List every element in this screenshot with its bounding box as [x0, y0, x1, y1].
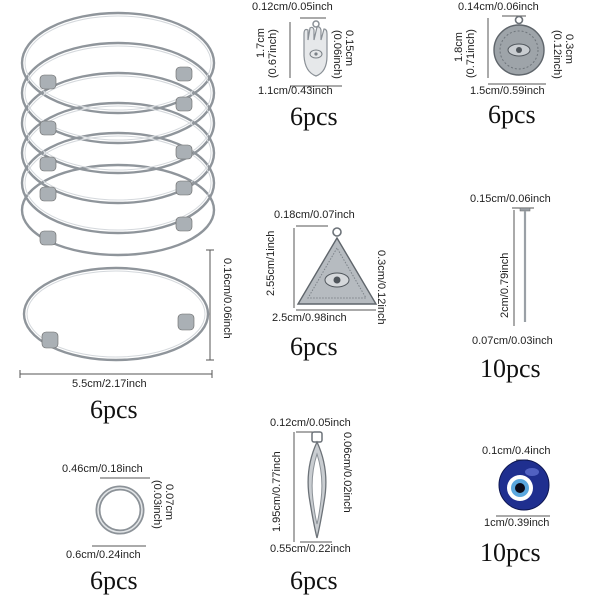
ring-thick-cm: 0.07cm	[163, 484, 175, 521]
coin-thick-in: (0.12inch)	[551, 30, 563, 79]
hamsa-width-line	[290, 85, 342, 87]
hamsa-thick-cm: 0.15cm	[343, 30, 355, 67]
coin-height-in: (0.71inch)	[465, 29, 477, 78]
bead-qty: 10pcs	[480, 538, 541, 567]
hamsa-top-label: 0.12cm/0.05inch	[252, 1, 333, 13]
bangle-diameter-line	[19, 370, 213, 378]
coin-width-line	[488, 83, 546, 85]
coin-qty: 6pcs	[488, 100, 536, 129]
bead-top-label: 0.1cm/0.4inch	[482, 445, 551, 457]
bangle-qty: 6pcs	[90, 395, 138, 424]
bead-width-line	[496, 515, 550, 517]
pin-top-label: 0.15cm/0.06inch	[470, 193, 551, 205]
pin-height-line	[513, 210, 515, 326]
coin-thick-cm: 0.3cm	[563, 34, 575, 64]
coin-height-line	[487, 18, 489, 78]
bangle-thickness-line	[206, 249, 214, 361]
triangle-top-label: 0.18cm/0.07inch	[274, 209, 355, 221]
leaf-top-label: 0.12cm/0.05inch	[270, 417, 351, 429]
hamsa-width-label: 1.1cm/0.43inch	[258, 85, 333, 97]
leaf-width-label: 0.55cm/0.22inch	[270, 543, 351, 555]
leaf-width-line	[300, 541, 332, 543]
triangle-width-line	[296, 309, 376, 311]
ring-qty: 6pcs	[90, 566, 138, 595]
bangle-thickness-label: 0.16cm/0.06inch	[221, 258, 233, 339]
ring-thick-in: (0.03inch)	[151, 480, 163, 529]
ring-width-label: 0.6cm/0.24inch	[66, 549, 141, 561]
triangle-qty: 6pcs	[290, 332, 338, 361]
leaf-thick-label: 0.06cm/0.02inch	[341, 432, 353, 513]
triangle-height-line	[293, 228, 295, 308]
pin-width-label: 0.07cm/0.03inch	[472, 335, 553, 347]
ring-top-label: 0.46cm/0.18inch	[62, 463, 143, 475]
leaf-qty: 6pcs	[290, 566, 338, 595]
headpin-image	[519, 207, 531, 322]
hamsa-top-line	[300, 17, 326, 19]
leaf-height-label: 1.95cm/0.77inch	[271, 451, 283, 532]
hamsa-height-in: (0.67inch)	[267, 29, 279, 78]
triangle-top-line	[296, 225, 328, 227]
leaf-charm-image	[307, 431, 327, 539]
single-bangle-image	[22, 266, 210, 362]
bangle-diameter-label: 5.5cm/2.17inch	[72, 378, 147, 390]
hamsa-charm-image	[303, 20, 328, 77]
evil-eye-bead-image	[498, 459, 550, 511]
leaf-height-line	[293, 432, 295, 542]
jump-ring-image	[95, 485, 145, 535]
ring-top-line	[100, 477, 150, 479]
hamsa-height-cm: 1.7cm	[255, 28, 267, 58]
bangle-stack-image	[20, 11, 216, 257]
triangle-height-label: 2.55cm/1inch	[265, 230, 277, 296]
hamsa-height-line	[289, 22, 291, 78]
coin-width-label: 1.5cm/0.59inch	[470, 85, 545, 97]
coin-charm-image	[493, 15, 545, 76]
triangle-width-label: 2.5cm/0.98inch	[272, 312, 347, 324]
ring-width-line	[92, 545, 146, 547]
hamsa-thick-in: (0.06inch)	[331, 30, 343, 79]
coin-height-cm: 1.8cm	[453, 32, 465, 62]
bead-width-label: 1cm/0.39inch	[484, 517, 550, 529]
coin-top-line	[502, 15, 526, 17]
pin-qty: 10pcs	[480, 354, 541, 383]
triangle-charm-image	[296, 227, 378, 305]
hamsa-qty: 6pcs	[290, 102, 338, 131]
coin-top-label: 0.14cm/0.06inch	[458, 1, 539, 13]
